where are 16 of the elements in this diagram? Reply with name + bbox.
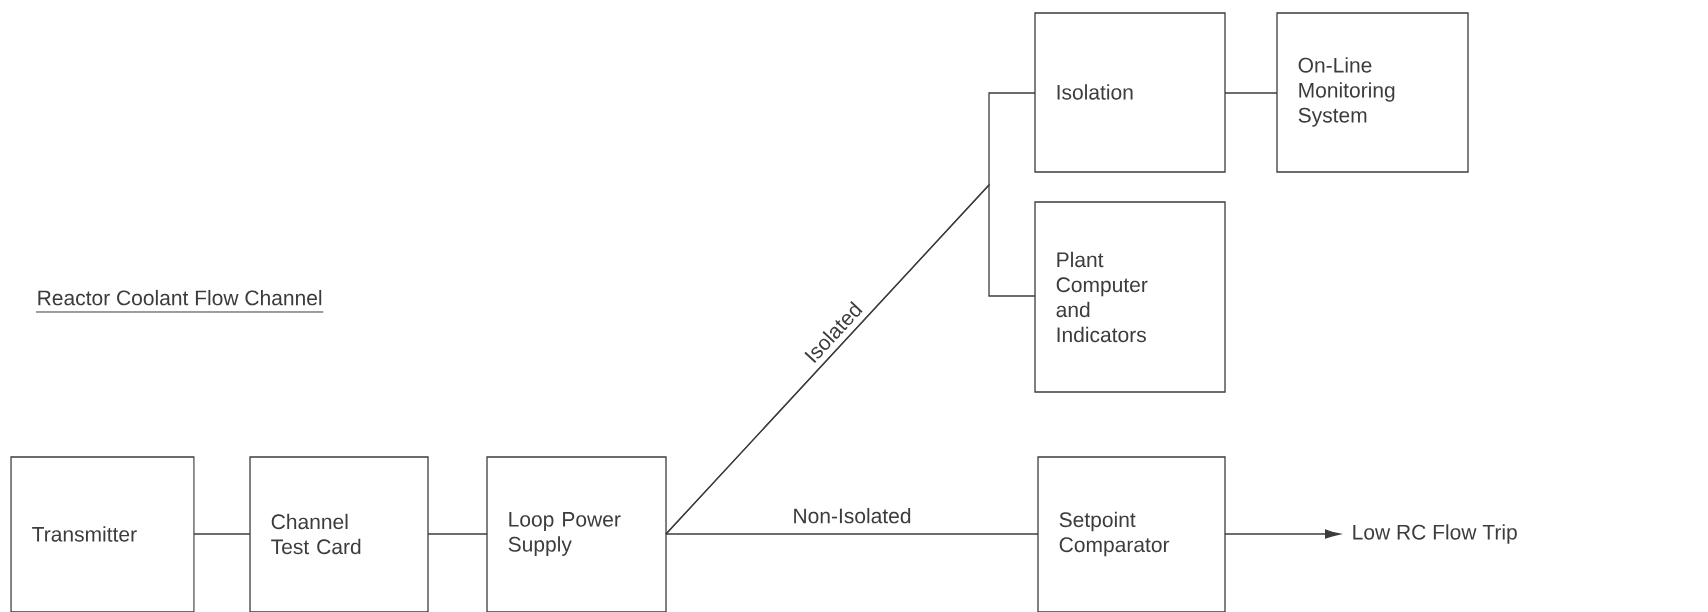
connector <box>1224 529 1341 539</box>
block-box: On-Line Monitoring System <box>1276 12 1469 173</box>
block-box: Channel Test Card <box>249 456 429 612</box>
connector <box>427 533 488 535</box>
block-box: Loop Power Supply <box>486 456 667 612</box>
connector <box>665 533 1039 535</box>
edge-label: Non-Isolated <box>794 507 911 524</box>
connector <box>1224 92 1278 94</box>
connector <box>193 533 251 535</box>
block-box: Isolation <box>1034 12 1226 173</box>
output-label: Low RC Flow Trip <box>1353 524 1517 544</box>
block-box: Transmitter <box>10 456 195 612</box>
block-box: Plant Computer and Indicators <box>1034 201 1226 393</box>
block-box: Setpoint Comparator <box>1037 456 1226 612</box>
connector <box>665 183 1036 535</box>
heading: Reactor Coolant Flow Channel <box>38 289 322 306</box>
